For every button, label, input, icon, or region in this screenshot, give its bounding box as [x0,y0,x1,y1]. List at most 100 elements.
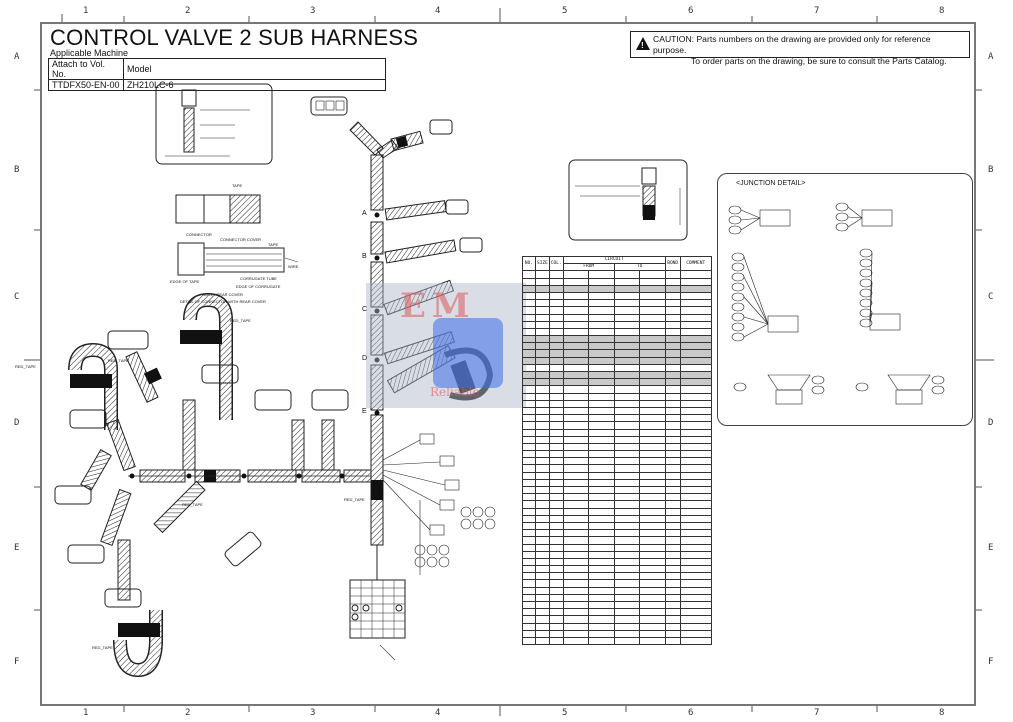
wire-table-cell [522,550,536,559]
left-harness-cluster [54,292,239,678]
wire-table-cell [588,370,615,380]
grid-col-5-bottom: 5 [562,708,568,718]
wire-table-cell [562,557,590,567]
wire-table-cell [613,414,641,423]
wire-table-cell [522,478,536,488]
wire-table-cell [562,356,590,365]
wire-table-cell [522,557,536,567]
wire-table-cell [548,536,564,545]
wire-table-cell [679,593,712,603]
wire-table-cell [562,291,590,301]
wire-table-cell [664,471,681,480]
main-trunk [370,154,384,580]
wire-table-cell [664,406,681,416]
wire-table-cell [548,277,564,286]
wire-table-cell [562,363,590,373]
wire-table-row [522,378,712,387]
wire-table-cell [639,550,666,559]
wire-table-cell [522,392,536,401]
wire-table-cell [522,565,536,574]
wire-table-cell [639,291,666,301]
wire-table-cell [679,557,712,567]
wire-table-cell [639,349,666,358]
wire-table-cell [664,608,681,617]
wire-table-row [522,306,712,315]
wire-table-cell [588,399,615,408]
wire-table-cell [613,428,641,437]
wire-table-cell [562,385,590,394]
wire-table-cell [522,342,536,351]
wire-table-cell [639,406,666,416]
wire-table-cell [548,629,564,638]
wire-table-row [522,622,712,631]
wire-table-cell [562,349,590,358]
wire-table-cell [679,370,712,380]
wire-table-cell [548,406,564,416]
wire-table-cell [664,514,681,523]
wire-table-cell [679,414,712,423]
wire-table-cell [639,370,666,380]
wire-table-cell [679,572,712,581]
wire-table-row [522,406,712,416]
wire-table-cell [664,615,681,624]
wire-table-cell [664,320,681,329]
wire-table-cell [562,464,590,473]
wire-table-cell [535,421,550,430]
wire-table-cell [639,284,666,293]
wire-table-cell [535,493,550,502]
wire-table-cell [522,306,536,315]
wire-table-cell [664,478,681,488]
wire-table-cell [562,507,590,516]
wire-table-cell [679,507,712,516]
wire-table-cell [535,485,550,495]
wire-table-cell [548,399,564,408]
grid-row-a-right: A [988,52,994,62]
wire-table-cell [522,428,536,437]
wire-table-cell [664,593,681,603]
wire-table-row [522,450,712,459]
wire-table-cell [679,392,712,401]
branch-b: B [362,253,367,260]
wire-table-cell [664,565,681,574]
wire-table-cell [588,342,615,351]
wire-table-cell [588,593,615,603]
wire-table-cell [548,442,564,452]
wire-table-cell [562,521,590,531]
watermark-text: Reliable [430,385,480,399]
wire-table-row [522,435,712,444]
red-tape-label-1: RED_TAPE [15,364,36,369]
wire-table-cell [639,464,666,473]
wire-table-cell [588,392,615,401]
wire-table-cell [522,356,536,365]
wire-table-cell [639,471,666,480]
col-col: COL. [548,255,564,272]
wire-table-cell [613,586,641,595]
wire-table-cell [664,557,681,567]
wire-table-cell [535,514,550,523]
wire-table-cell [548,600,564,610]
wire-table-cell [679,550,712,559]
wire-table-cell [613,536,641,545]
wire-table-cell [679,464,712,473]
grid-row-d: D [14,418,20,428]
grid-row-e-right: E [988,543,994,553]
wire-table-cell [548,514,564,523]
wire-table-cell [548,313,564,322]
wire-table-cell [588,450,615,459]
wire-table-cell [639,327,666,337]
wire-table-cell [548,543,564,552]
wire-table-cell [588,457,615,466]
wire-table-cell [535,399,550,408]
wire-table-cell [535,406,550,416]
wire-table-cell [588,335,615,344]
wire-table-cell [613,378,641,387]
wire-table-cell [613,464,641,473]
wire-table-cell [588,543,615,552]
wire-table-cell [535,608,550,617]
wire-table-cell [588,478,615,488]
wire-table-cell [664,600,681,610]
lower-fanout [382,433,496,568]
wire-table-row [522,514,712,523]
red-tape-label-3: RED_TAPE [230,318,251,323]
wire-table-cell [613,500,641,509]
